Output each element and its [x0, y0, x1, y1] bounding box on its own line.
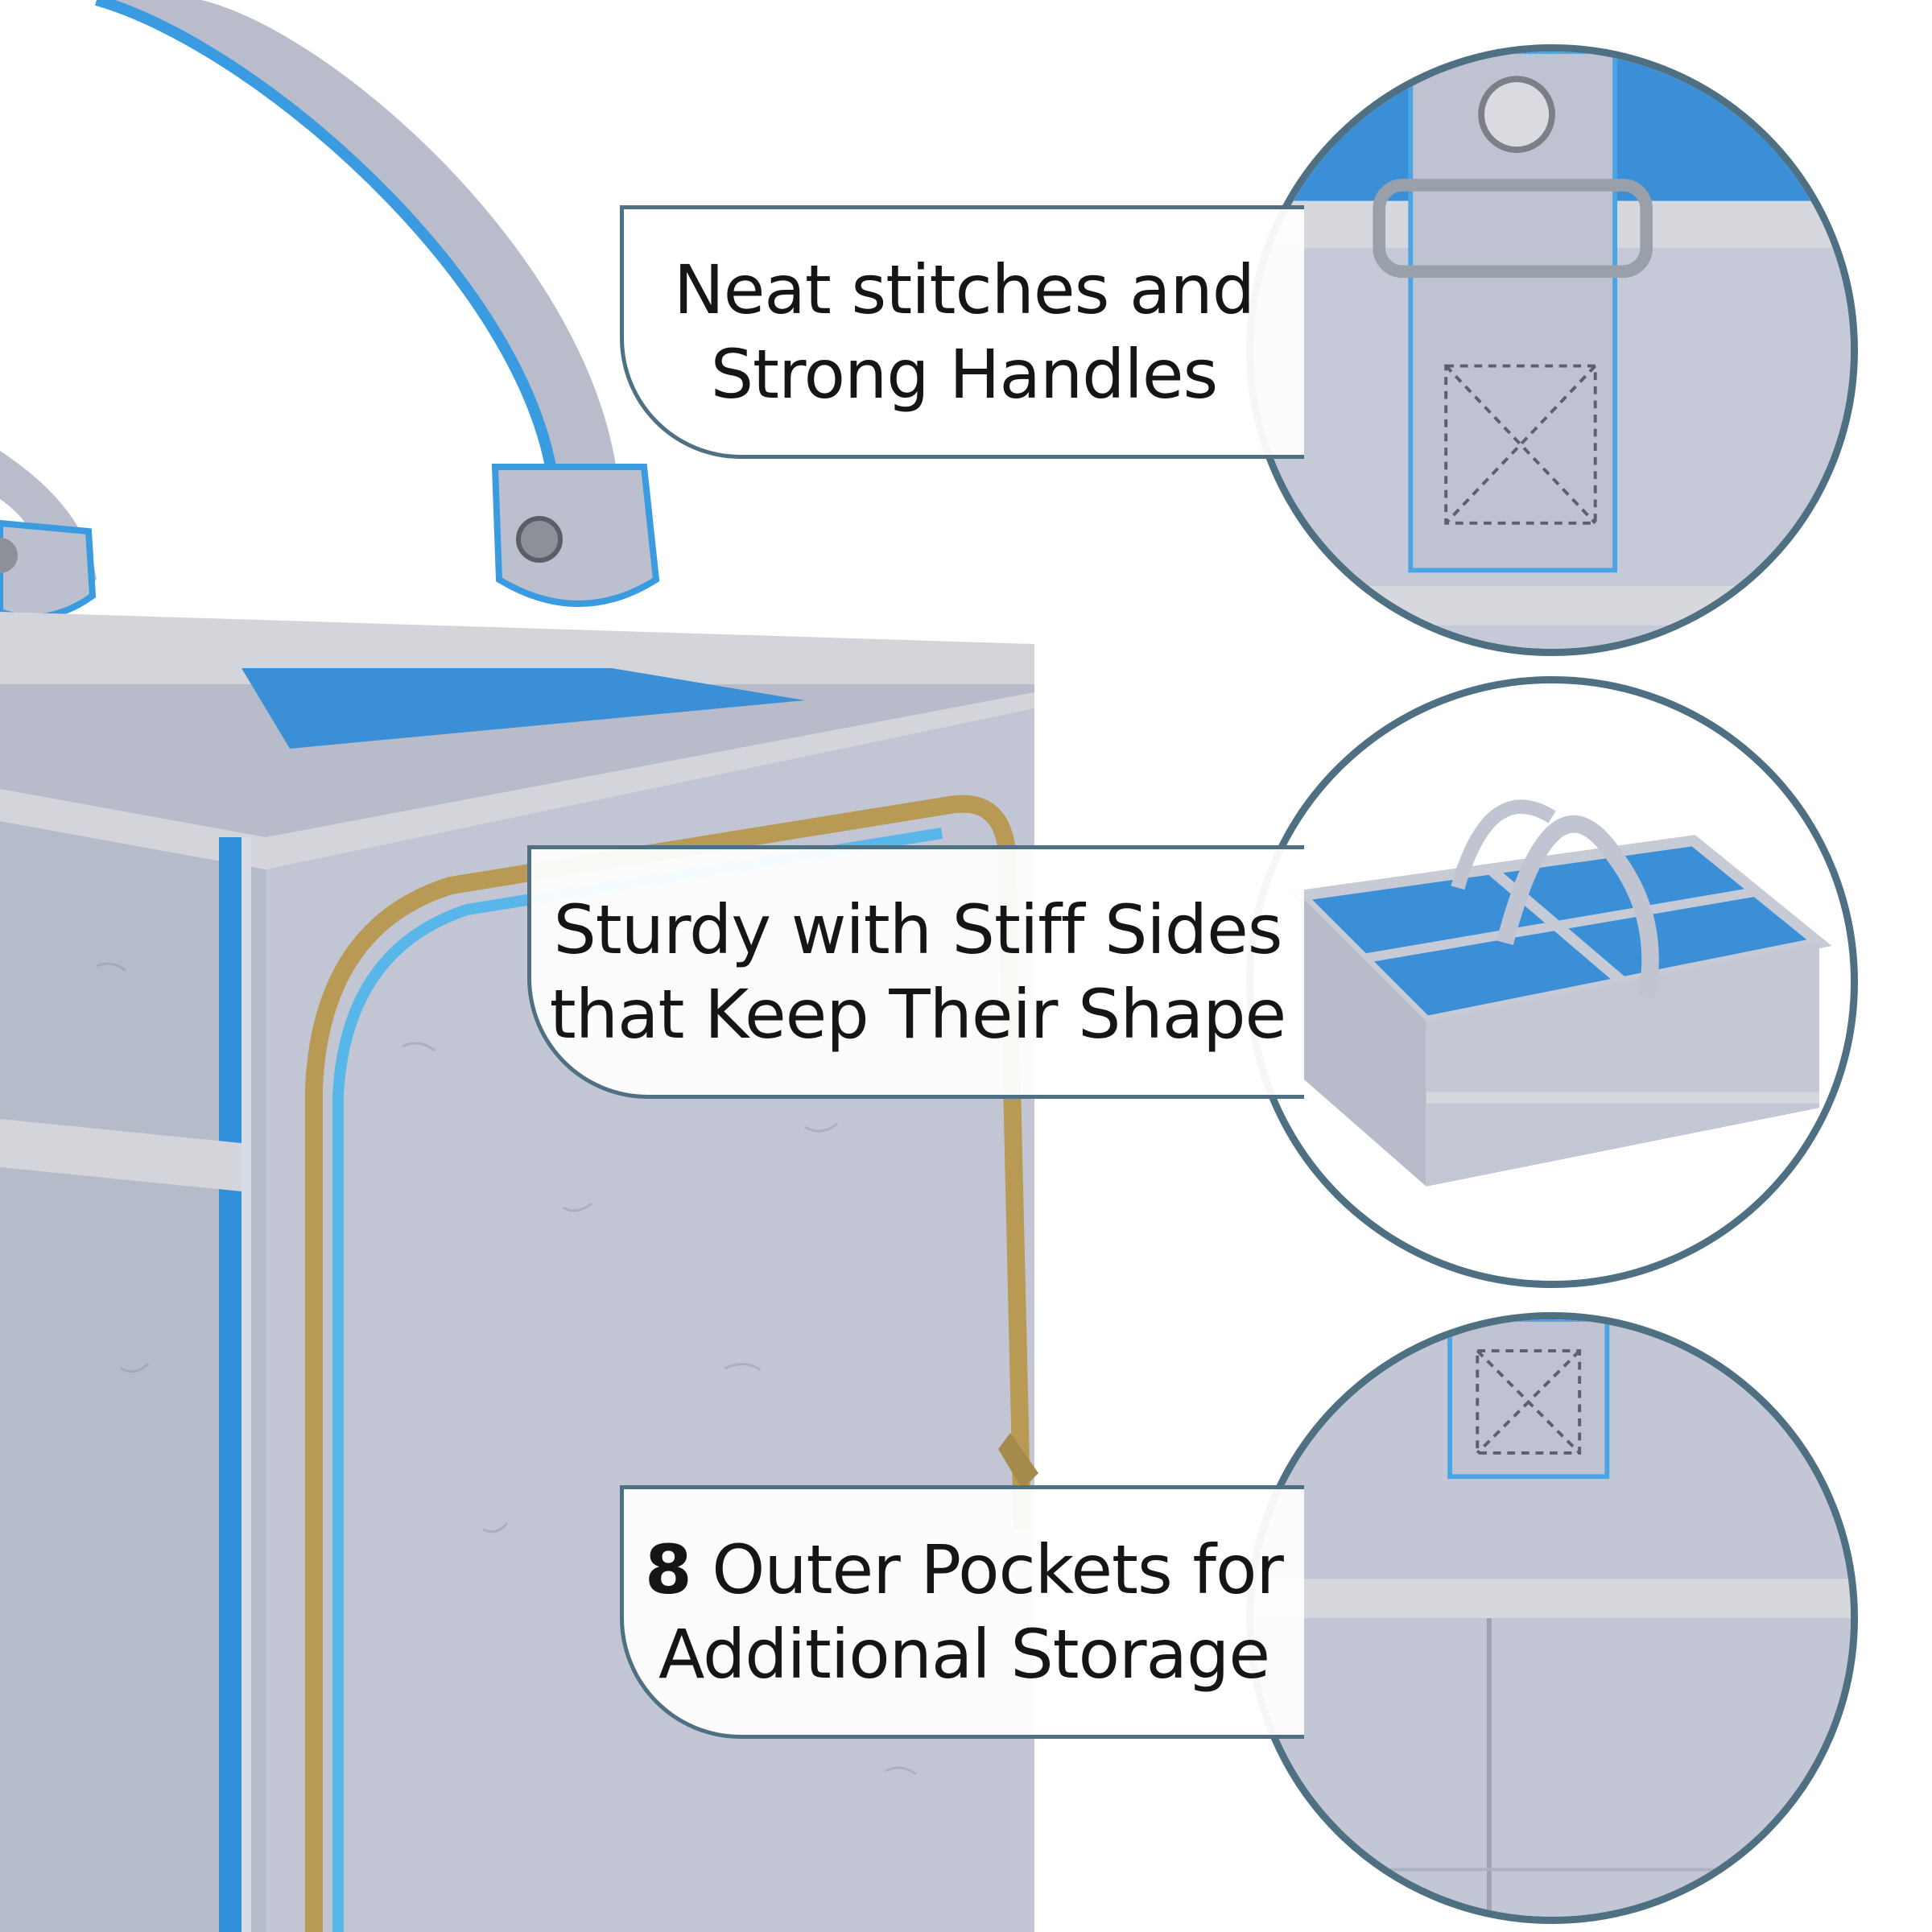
callout-sturdy-sides-text: Sturdy with Stiff Sides that Keep Their … — [549, 890, 1286, 1054]
pockets-closeup-image — [1253, 1319, 1851, 1917]
callout-outer-pockets: 8 Outer Pockets for Additional Storage — [620, 1485, 1304, 1739]
callout-stitches-handles: Neat stitches and Strong Handles — [620, 205, 1304, 459]
callout-outer-pockets-text: 8 Outer Pockets for Additional Storage — [645, 1528, 1284, 1697]
pockets-closeup-circle — [1246, 1312, 1858, 1924]
handle-closeup-image — [1253, 52, 1851, 649]
organizer-open-circle — [1246, 676, 1858, 1288]
callout-stitches-handles-text: Neat stitches and Strong Handles — [673, 250, 1255, 414]
pocket-description: Outer Pockets for Additional Storage — [658, 1530, 1284, 1694]
organizer-open-image — [1253, 683, 1851, 1281]
pocket-count: 8 — [645, 1530, 691, 1609]
handle-closeup-circle — [1246, 44, 1858, 656]
callout-sturdy-sides: Sturdy with Stiff Sides that Keep Their … — [527, 845, 1304, 1099]
snap-button-icon — [1478, 76, 1555, 153]
